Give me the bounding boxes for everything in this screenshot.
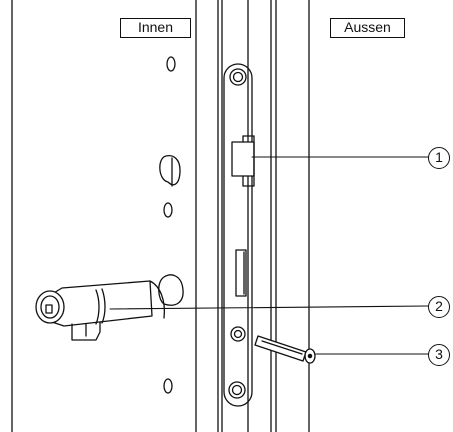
outside-label: Aussen bbox=[330, 18, 405, 38]
callout-fixing-screw: 3 bbox=[428, 344, 450, 366]
inside-label: Innen bbox=[120, 18, 191, 38]
lock-faceplate bbox=[223, 63, 253, 407]
deadbolt-slot bbox=[235, 249, 247, 297]
cylinder-screw-hole bbox=[230, 326, 246, 342]
callout-latch-bolt: 1 bbox=[428, 147, 450, 169]
leader-lines bbox=[109, 156, 429, 355]
latch-bolt bbox=[231, 135, 255, 187]
callout-lock-cylinder: 2 bbox=[428, 296, 450, 318]
door-holes bbox=[158, 56, 184, 394]
cylinder-fixing-screw bbox=[254, 335, 316, 364]
door-and-frame-lines bbox=[11, 0, 310, 432]
lock-cylinder bbox=[35, 280, 166, 341]
